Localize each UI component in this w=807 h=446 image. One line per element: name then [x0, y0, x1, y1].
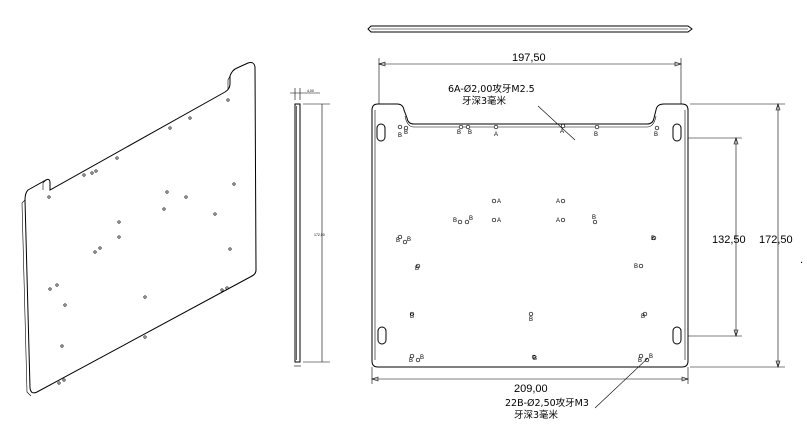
svg-text:A: A — [560, 129, 564, 135]
svg-text:B: B — [533, 356, 537, 362]
svg-text:B: B — [654, 132, 658, 138]
hole-letters: B B B B A A B B A A A A B B B B B B B B … — [396, 129, 658, 364]
edge-mark: . — [800, 254, 803, 266]
front-holes — [397, 123, 660, 363]
svg-text:B: B — [651, 236, 655, 242]
svg-text:B: B — [649, 354, 653, 360]
dimension-width-bottom: 209,00 — [371, 367, 689, 395]
svg-text:B: B — [634, 264, 638, 270]
note-a-line1: 6A-Ø2,00攻牙M2.5 — [448, 83, 535, 95]
dimension-height-inner: 132,50 — [688, 137, 746, 337]
svg-text:B: B — [592, 215, 596, 221]
side-view: 4,00 172,50 — [290, 88, 330, 367]
svg-text:B: B — [529, 317, 533, 323]
side-thickness-label: 4,00 — [307, 89, 314, 93]
svg-text:A: A — [556, 218, 560, 224]
iso-holes — [47, 98, 236, 385]
svg-text:A: A — [497, 199, 501, 205]
svg-text:A: A — [556, 199, 560, 205]
svg-text:A: A — [497, 218, 501, 224]
svg-text:B: B — [396, 238, 400, 244]
front-view: B B B B A A B B A A A A B B B B B B B B … — [371, 52, 803, 421]
note-holes-b: 22B-Ø2,50攻牙M3 牙深3毫米 — [505, 357, 649, 421]
svg-text:B: B — [415, 266, 419, 272]
isometric-view — [21, 62, 257, 397]
svg-text:B: B — [641, 314, 645, 320]
width-top-label: 197,50 — [512, 52, 546, 64]
height-outer-label: 172,50 — [759, 234, 793, 246]
note-a-line2: 牙深3毫米 — [462, 95, 507, 107]
svg-text:B: B — [420, 355, 424, 361]
side-height-label: 172,50 — [314, 233, 325, 237]
svg-text:B: B — [398, 133, 402, 139]
svg-text:B: B — [409, 358, 413, 364]
svg-text:B: B — [407, 237, 411, 243]
note-b-line1: 22B-Ø2,50攻牙M3 — [505, 397, 589, 409]
width-bottom-label: 209,00 — [514, 383, 548, 395]
slot-holes — [376, 123, 682, 345]
svg-text:A: A — [494, 132, 498, 138]
svg-text:B: B — [457, 130, 461, 136]
svg-text:B: B — [468, 130, 472, 136]
svg-text:B: B — [469, 216, 473, 222]
dimension-height-outer: 172,50 — [690, 103, 793, 368]
svg-text:B: B — [404, 130, 408, 136]
note-holes-a: 6A-Ø2,00攻牙M2.5 牙深3毫米 — [448, 83, 576, 141]
svg-text:B: B — [453, 218, 457, 224]
svg-text:B: B — [638, 358, 642, 364]
height-inner-label: 132,50 — [712, 234, 746, 246]
dimension-width-top: 197,50 — [378, 52, 682, 104]
top-view — [367, 25, 693, 33]
svg-text:B: B — [410, 314, 414, 320]
note-b-line2: 牙深3毫米 — [514, 409, 559, 421]
svg-text:B: B — [594, 132, 598, 138]
